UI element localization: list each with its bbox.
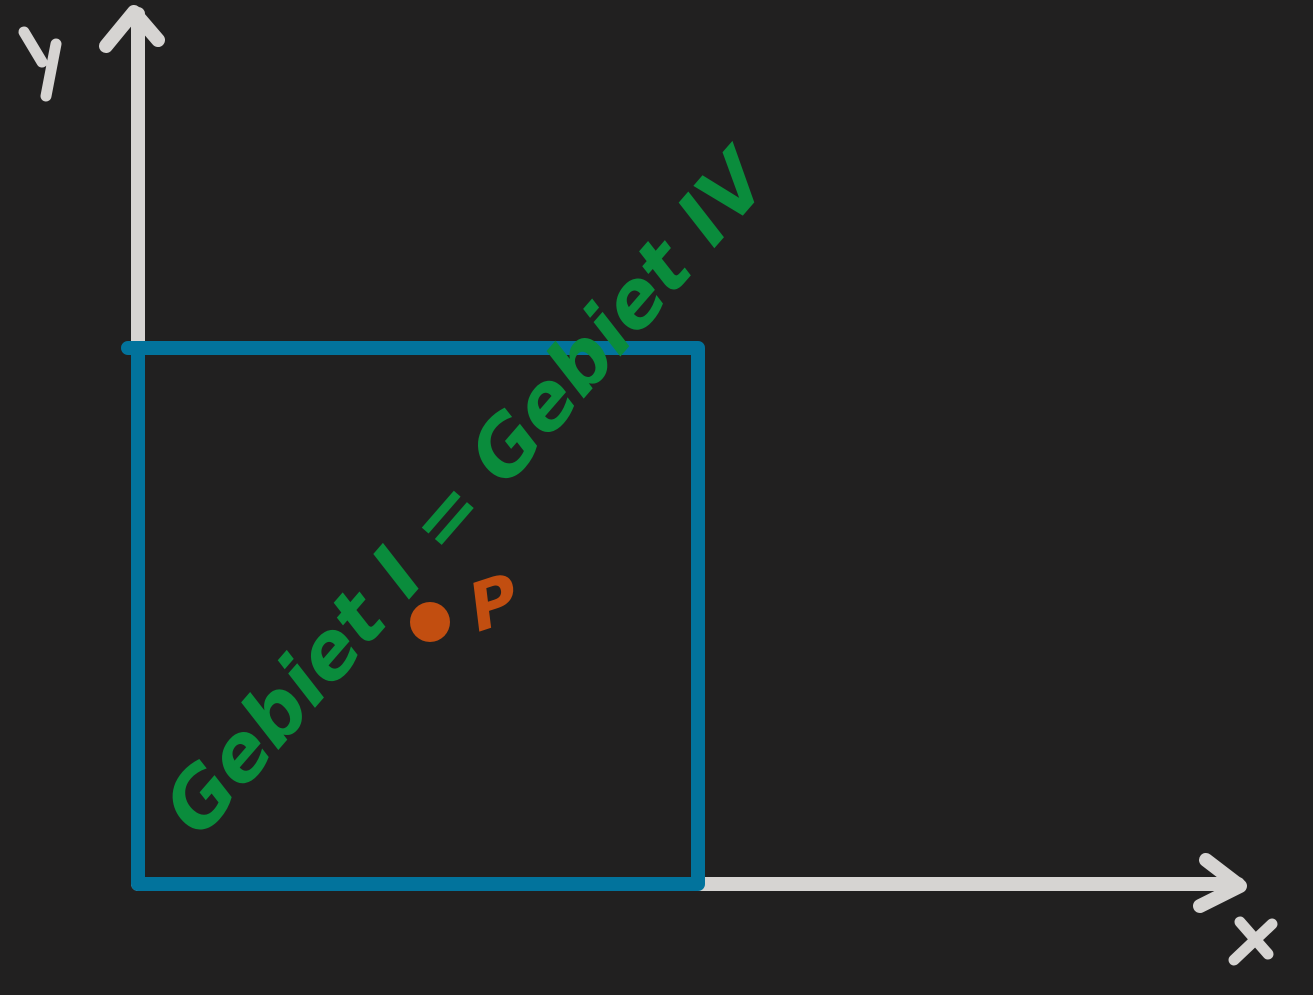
region-square	[121, 341, 705, 891]
x-axis-arrowhead	[1193, 853, 1247, 913]
y-axis-label-text: y	[20, 39, 21, 41]
y-axis-label: y	[18, 26, 62, 102]
region-square-outline	[121, 341, 705, 891]
x-letter-stroke	[1228, 916, 1278, 966]
y-axis-arrowhead	[99, 5, 165, 53]
x-axis-label: x	[1228, 916, 1278, 966]
point-p-dot	[410, 602, 450, 642]
point-p-label: P	[459, 559, 529, 647]
y-letter-stroke	[18, 26, 62, 102]
